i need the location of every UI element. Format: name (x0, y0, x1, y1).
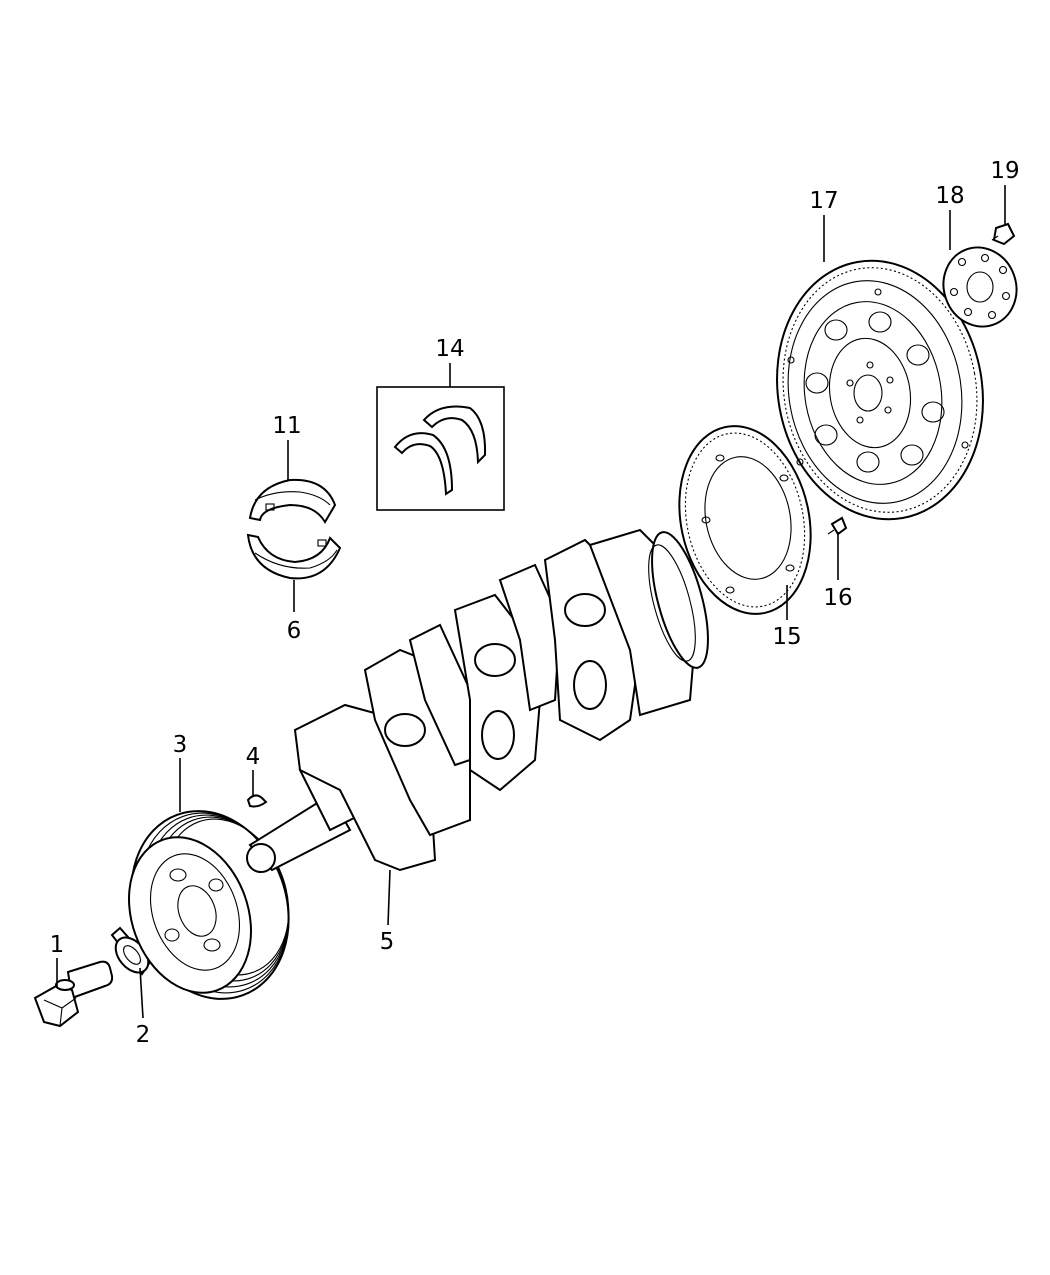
callout-2[interactable]: 2 (136, 1022, 151, 1048)
part-11-upper-bearing[interactable] (248, 478, 337, 524)
callout-5[interactable]: 5 (380, 929, 395, 955)
callout-17[interactable]: 17 (809, 188, 838, 214)
callout-16[interactable]: 16 (823, 585, 852, 611)
part-17-flexplate[interactable] (757, 244, 1003, 535)
part-5-crankshaft[interactable] (246, 527, 719, 873)
leader-lines (56, 185, 1006, 1019)
leader-5 (387, 869, 391, 926)
callout-4[interactable]: 4 (246, 744, 261, 770)
callout-19[interactable]: 19 (990, 158, 1019, 184)
part-15-tone-wheel[interactable] (663, 414, 828, 626)
part-16-bolt[interactable] (827, 516, 848, 536)
callout-15[interactable]: 15 (772, 624, 801, 650)
callout-3[interactable]: 3 (173, 732, 188, 758)
callout-11[interactable]: 11 (272, 413, 301, 439)
part-1-bolt[interactable] (33, 960, 114, 1028)
leader-2 (139, 967, 144, 1019)
callout-6[interactable]: 6 (287, 618, 302, 644)
part-2-washer[interactable] (109, 926, 155, 979)
callout-1[interactable]: 1 (50, 932, 65, 958)
callout-18[interactable]: 18 (935, 183, 964, 209)
part-14-thrust-washers[interactable] (376, 386, 505, 511)
part-4-key[interactable] (246, 794, 268, 808)
callout-14[interactable]: 14 (435, 336, 464, 362)
part-18-plate[interactable] (932, 237, 1027, 337)
callout-labels: 1 2 3 4 5 6 11 14 15 16 17 18 19 (50, 158, 1020, 1048)
part-6-lower-bearing[interactable] (246, 533, 342, 580)
part-19-bolt[interactable] (991, 222, 1016, 246)
part-3-crankshaft-pulley[interactable] (106, 789, 315, 1021)
